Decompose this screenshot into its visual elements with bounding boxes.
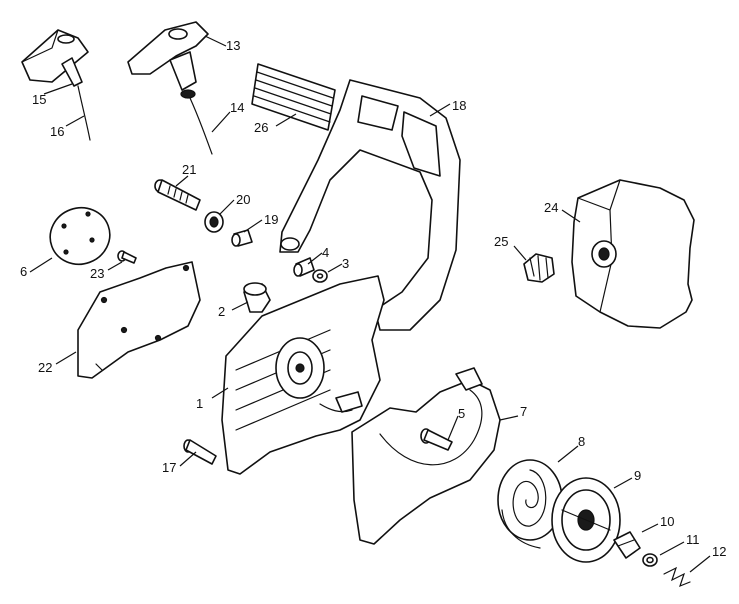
rope-rotor bbox=[551, 477, 621, 563]
callout-15: 15 bbox=[32, 92, 46, 107]
callout-23: 23 bbox=[90, 266, 104, 281]
screw-4 bbox=[293, 257, 315, 277]
callout-16: 16 bbox=[50, 124, 64, 139]
fan-housing bbox=[221, 275, 385, 475]
rewind-spring bbox=[497, 459, 563, 549]
sleeve bbox=[231, 229, 253, 247]
nut bbox=[523, 253, 555, 283]
leader-lines bbox=[29, 35, 711, 573]
callout-12: 12 bbox=[712, 544, 726, 559]
grommet bbox=[204, 211, 224, 233]
starter-grip-large bbox=[127, 21, 213, 155]
callout-24: 24 bbox=[544, 200, 558, 215]
callout-26: 26 bbox=[254, 120, 268, 135]
callout-6: 6 bbox=[20, 264, 27, 279]
spring-clip bbox=[663, 566, 691, 588]
screw-17 bbox=[183, 439, 217, 465]
callout-5: 5 bbox=[458, 406, 465, 421]
pin bbox=[420, 428, 453, 451]
callout-1: 1 bbox=[196, 396, 203, 411]
callout-13: 13 bbox=[226, 38, 240, 53]
callout-20: 20 bbox=[236, 192, 250, 207]
callout-18: 18 bbox=[452, 98, 466, 113]
callout-4: 4 bbox=[322, 245, 329, 260]
callout-11: 11 bbox=[686, 532, 700, 547]
callout-14: 14 bbox=[230, 100, 244, 115]
callout-17: 17 bbox=[162, 460, 176, 475]
disc bbox=[49, 206, 111, 266]
cap bbox=[243, 282, 271, 313]
handle-bar bbox=[279, 79, 461, 331]
callout-9: 9 bbox=[634, 468, 641, 483]
callout-8: 8 bbox=[578, 434, 585, 449]
shroud-cover bbox=[571, 179, 695, 329]
callout-21: 21 bbox=[182, 162, 196, 177]
callout-labels: 1 2 3 4 5 6 7 8 9 10 11 12 13 14 15 16 1… bbox=[20, 38, 726, 559]
screw-small bbox=[117, 250, 137, 264]
callout-10: 10 bbox=[660, 514, 674, 529]
filter-screen bbox=[251, 63, 336, 131]
washer-3 bbox=[312, 269, 328, 283]
guide-plate bbox=[351, 367, 501, 545]
pawl bbox=[613, 531, 641, 559]
callout-22: 22 bbox=[38, 360, 52, 375]
callout-3: 3 bbox=[342, 256, 349, 271]
callout-7: 7 bbox=[520, 404, 527, 419]
callout-2: 2 bbox=[218, 304, 225, 319]
starter-grip-small bbox=[21, 29, 91, 141]
deflector-plate bbox=[77, 261, 201, 379]
washer-11 bbox=[642, 553, 658, 567]
screw-long bbox=[154, 179, 201, 211]
callout-19: 19 bbox=[264, 212, 278, 227]
callout-25: 25 bbox=[494, 234, 508, 249]
